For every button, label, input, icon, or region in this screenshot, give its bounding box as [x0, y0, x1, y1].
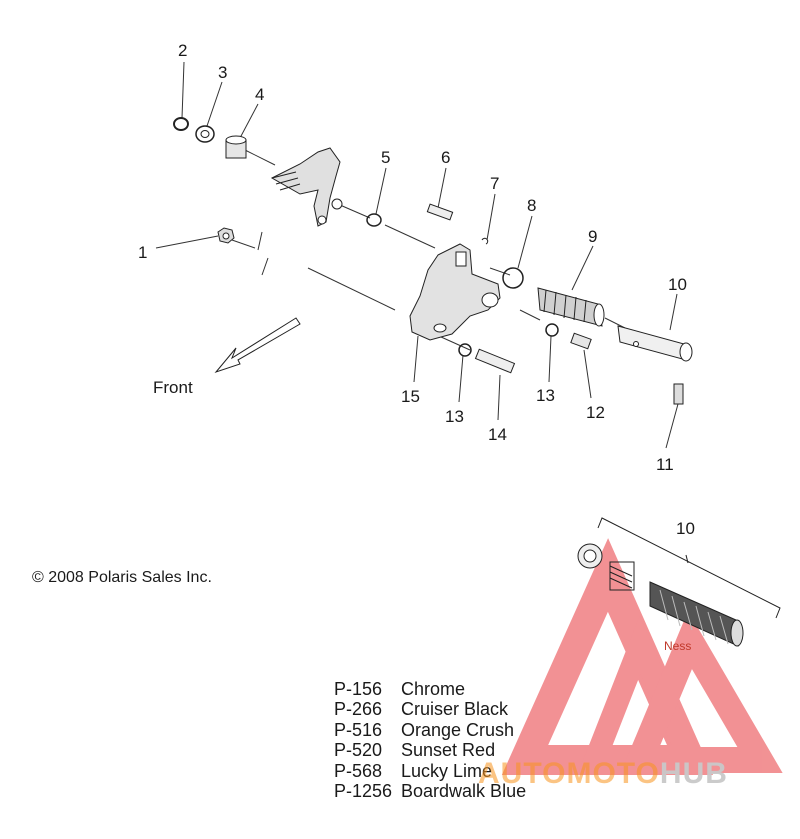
front-arrow — [214, 317, 301, 374]
kit-assembly: Ness — [577, 517, 781, 653]
paint-option: P-1256 Boardwalk Blue — [334, 781, 527, 802]
paint-option: P-266 Cruiser Black — [334, 699, 509, 720]
kit-spring — [609, 561, 635, 591]
part-3-washer — [195, 125, 215, 143]
callout-9: 9 — [588, 227, 597, 246]
paint-option: P-516 Orange Crush — [334, 719, 515, 740]
part-8-washer — [502, 267, 524, 289]
callout-15: 15 — [401, 387, 420, 406]
part-4-bushing — [225, 135, 247, 159]
part-13-washer-a — [545, 323, 559, 337]
part-14-bolt — [474, 348, 516, 374]
callout-11: 11 — [656, 455, 674, 474]
callout-labels: 1 2 3 4 5 6 7 8 9 10 11 12 13 13 14 15 F… — [138, 41, 695, 538]
part-9-foot-peg-rubber — [537, 287, 605, 327]
part-10-peg-shaft — [617, 325, 693, 362]
front-label: Front — [153, 378, 193, 397]
paint-option: P-568 Lucky Lime — [334, 760, 493, 781]
callout-5: 5 — [381, 148, 390, 167]
part-6-pin — [426, 203, 454, 221]
part-11-set-screw — [673, 383, 684, 405]
part-13-washer-b — [458, 343, 472, 357]
paint-option: P-156 Chrome — [334, 679, 466, 699]
callout-10-kit: 10 — [676, 519, 695, 538]
paint-option: P-520 Sunset Red — [334, 740, 496, 761]
callout-12: 12 — [586, 403, 605, 422]
brand-mark: Ness — [664, 639, 691, 653]
part-5-washer — [366, 213, 382, 227]
callout-3: 3 — [218, 63, 227, 82]
part-1-nut — [217, 227, 235, 244]
callout-4: 4 — [255, 85, 264, 104]
exploded-axis-lines — [231, 149, 626, 351]
callout-6: 6 — [441, 148, 450, 167]
callout-13a: 13 — [536, 386, 555, 405]
callout-13b: 13 — [445, 407, 464, 426]
paint-options-list: P-156 Chrome P-266 Cruiser Black P-516 O… — [334, 679, 526, 801]
kit-knurled-peg — [649, 581, 744, 647]
callout-7: 7 — [490, 174, 499, 193]
callout-14: 14 — [488, 425, 507, 444]
part-15-bracket — [409, 243, 501, 341]
shift-lever-arm — [270, 147, 343, 227]
callout-10: 10 — [668, 275, 687, 294]
callout-1: 1 — [138, 243, 147, 262]
part-7-clip — [481, 237, 489, 245]
callout-2: 2 — [178, 41, 187, 60]
copyright-text: © 2008 Polaris Sales Inc. — [32, 569, 212, 586]
leader-lines — [155, 61, 679, 449]
watermark-logo — [501, 538, 783, 775]
callout-8: 8 — [527, 196, 536, 215]
part-12-bolt — [570, 332, 592, 350]
part-2-retaining-ring — [173, 117, 189, 131]
watermark-text: AUTOMOTOHUB — [478, 757, 728, 790]
